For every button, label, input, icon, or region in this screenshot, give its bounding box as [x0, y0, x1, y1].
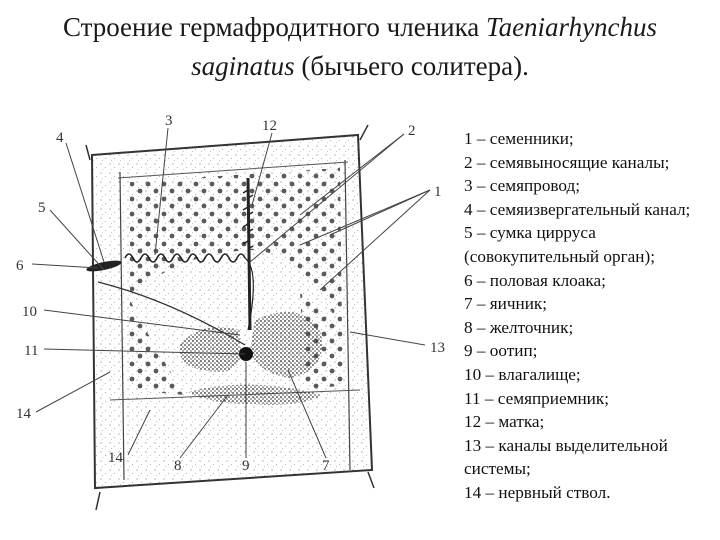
legend-item: 3 – семяпровод; — [464, 174, 716, 198]
legend-item: 7 – яичник; — [464, 292, 716, 316]
title-line-1: Строение гермафродитного членика Taeniar… — [0, 8, 720, 47]
legend-item: 9 – оотип; — [464, 339, 716, 363]
label-1: 1 — [434, 184, 442, 200]
label-12: 12 — [262, 118, 277, 134]
legend-item: 6 – половая клоака; — [464, 269, 716, 293]
legend-item: 13 – каналы выделительной системы; — [464, 434, 716, 481]
proglottid-diagram: 4 3 12 2 1 5 6 10 11 13 14 14 8 9 7 — [0, 108, 460, 538]
label-5: 5 — [38, 200, 46, 216]
title-common-name: (бычьего солитера). — [295, 51, 529, 81]
legend-item: 1 – семенники; — [464, 127, 716, 151]
label-13: 13 — [430, 340, 445, 356]
label-11: 11 — [24, 343, 38, 359]
title-species: saginatus — [191, 51, 295, 81]
title-genus: Taeniarhynchus — [486, 12, 657, 42]
legend-item: 4 – семяизвергательный канал; — [464, 198, 716, 222]
label-7: 7 — [322, 458, 330, 474]
legend-item: 14 – нервный ствол. — [464, 481, 716, 505]
label-9: 9 — [242, 458, 250, 474]
page-title: Строение гермафродитного членика Taeniar… — [0, 8, 720, 86]
title-text: Строение гермафродитного членика — [63, 12, 486, 42]
legend-item: 10 – влагалище; — [464, 363, 716, 387]
legend-item: 5 – сумка цирруса (совокупительный орган… — [464, 221, 716, 268]
label-10: 10 — [22, 304, 37, 320]
label-8: 8 — [174, 458, 182, 474]
label-14-bottom: 14 — [108, 450, 124, 466]
legend-list: 1 – семенники; 2 – семявыносящие каналы;… — [464, 127, 716, 505]
legend-item: 11 – семяприемник; — [464, 387, 716, 411]
legend-item: 2 – семявыносящие каналы; — [464, 151, 716, 175]
label-14-left: 14 — [16, 406, 32, 422]
label-2: 2 — [408, 123, 416, 139]
label-6: 6 — [16, 258, 24, 274]
label-3: 3 — [165, 113, 173, 129]
legend-item: 12 – матка; — [464, 410, 716, 434]
legend-item: 8 – желточник; — [464, 316, 716, 340]
label-4: 4 — [56, 130, 64, 146]
title-line-2: saginatus (бычьего солитера). — [0, 47, 720, 86]
